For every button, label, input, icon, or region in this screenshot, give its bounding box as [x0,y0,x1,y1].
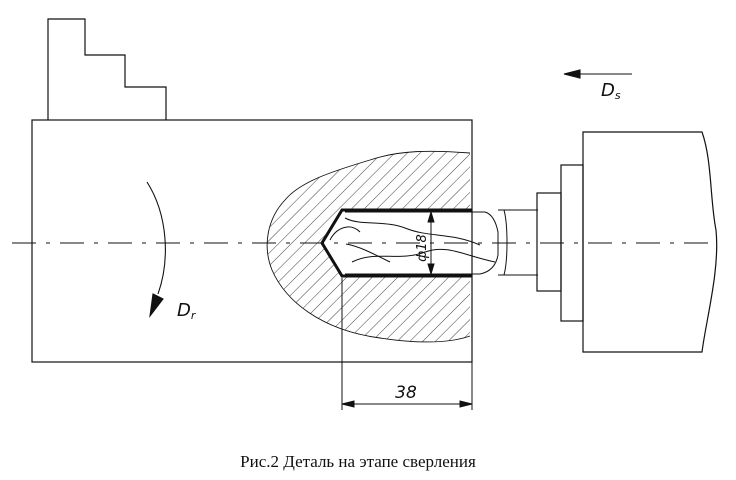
section-break-line [266,150,471,343]
depth-dimension [341,278,473,410]
rotation-arrow [146,181,166,318]
hole-diameter-label: ф18 [415,234,430,262]
tool-holder [536,131,718,353]
section-hatching [267,151,470,342]
chuck-jaw [47,18,167,120]
rotation-motion-label: Dr [177,300,197,322]
drill-bit [329,211,499,275]
feed-arrow [563,69,632,79]
diameter-dimension [427,210,435,276]
feed-motion-label: Ds [601,80,621,102]
workpiece-body [31,119,473,363]
figure-caption: Рис.2 Деталь на этапе сверления [240,452,476,471]
hole-depth-label: 38 [395,383,417,403]
